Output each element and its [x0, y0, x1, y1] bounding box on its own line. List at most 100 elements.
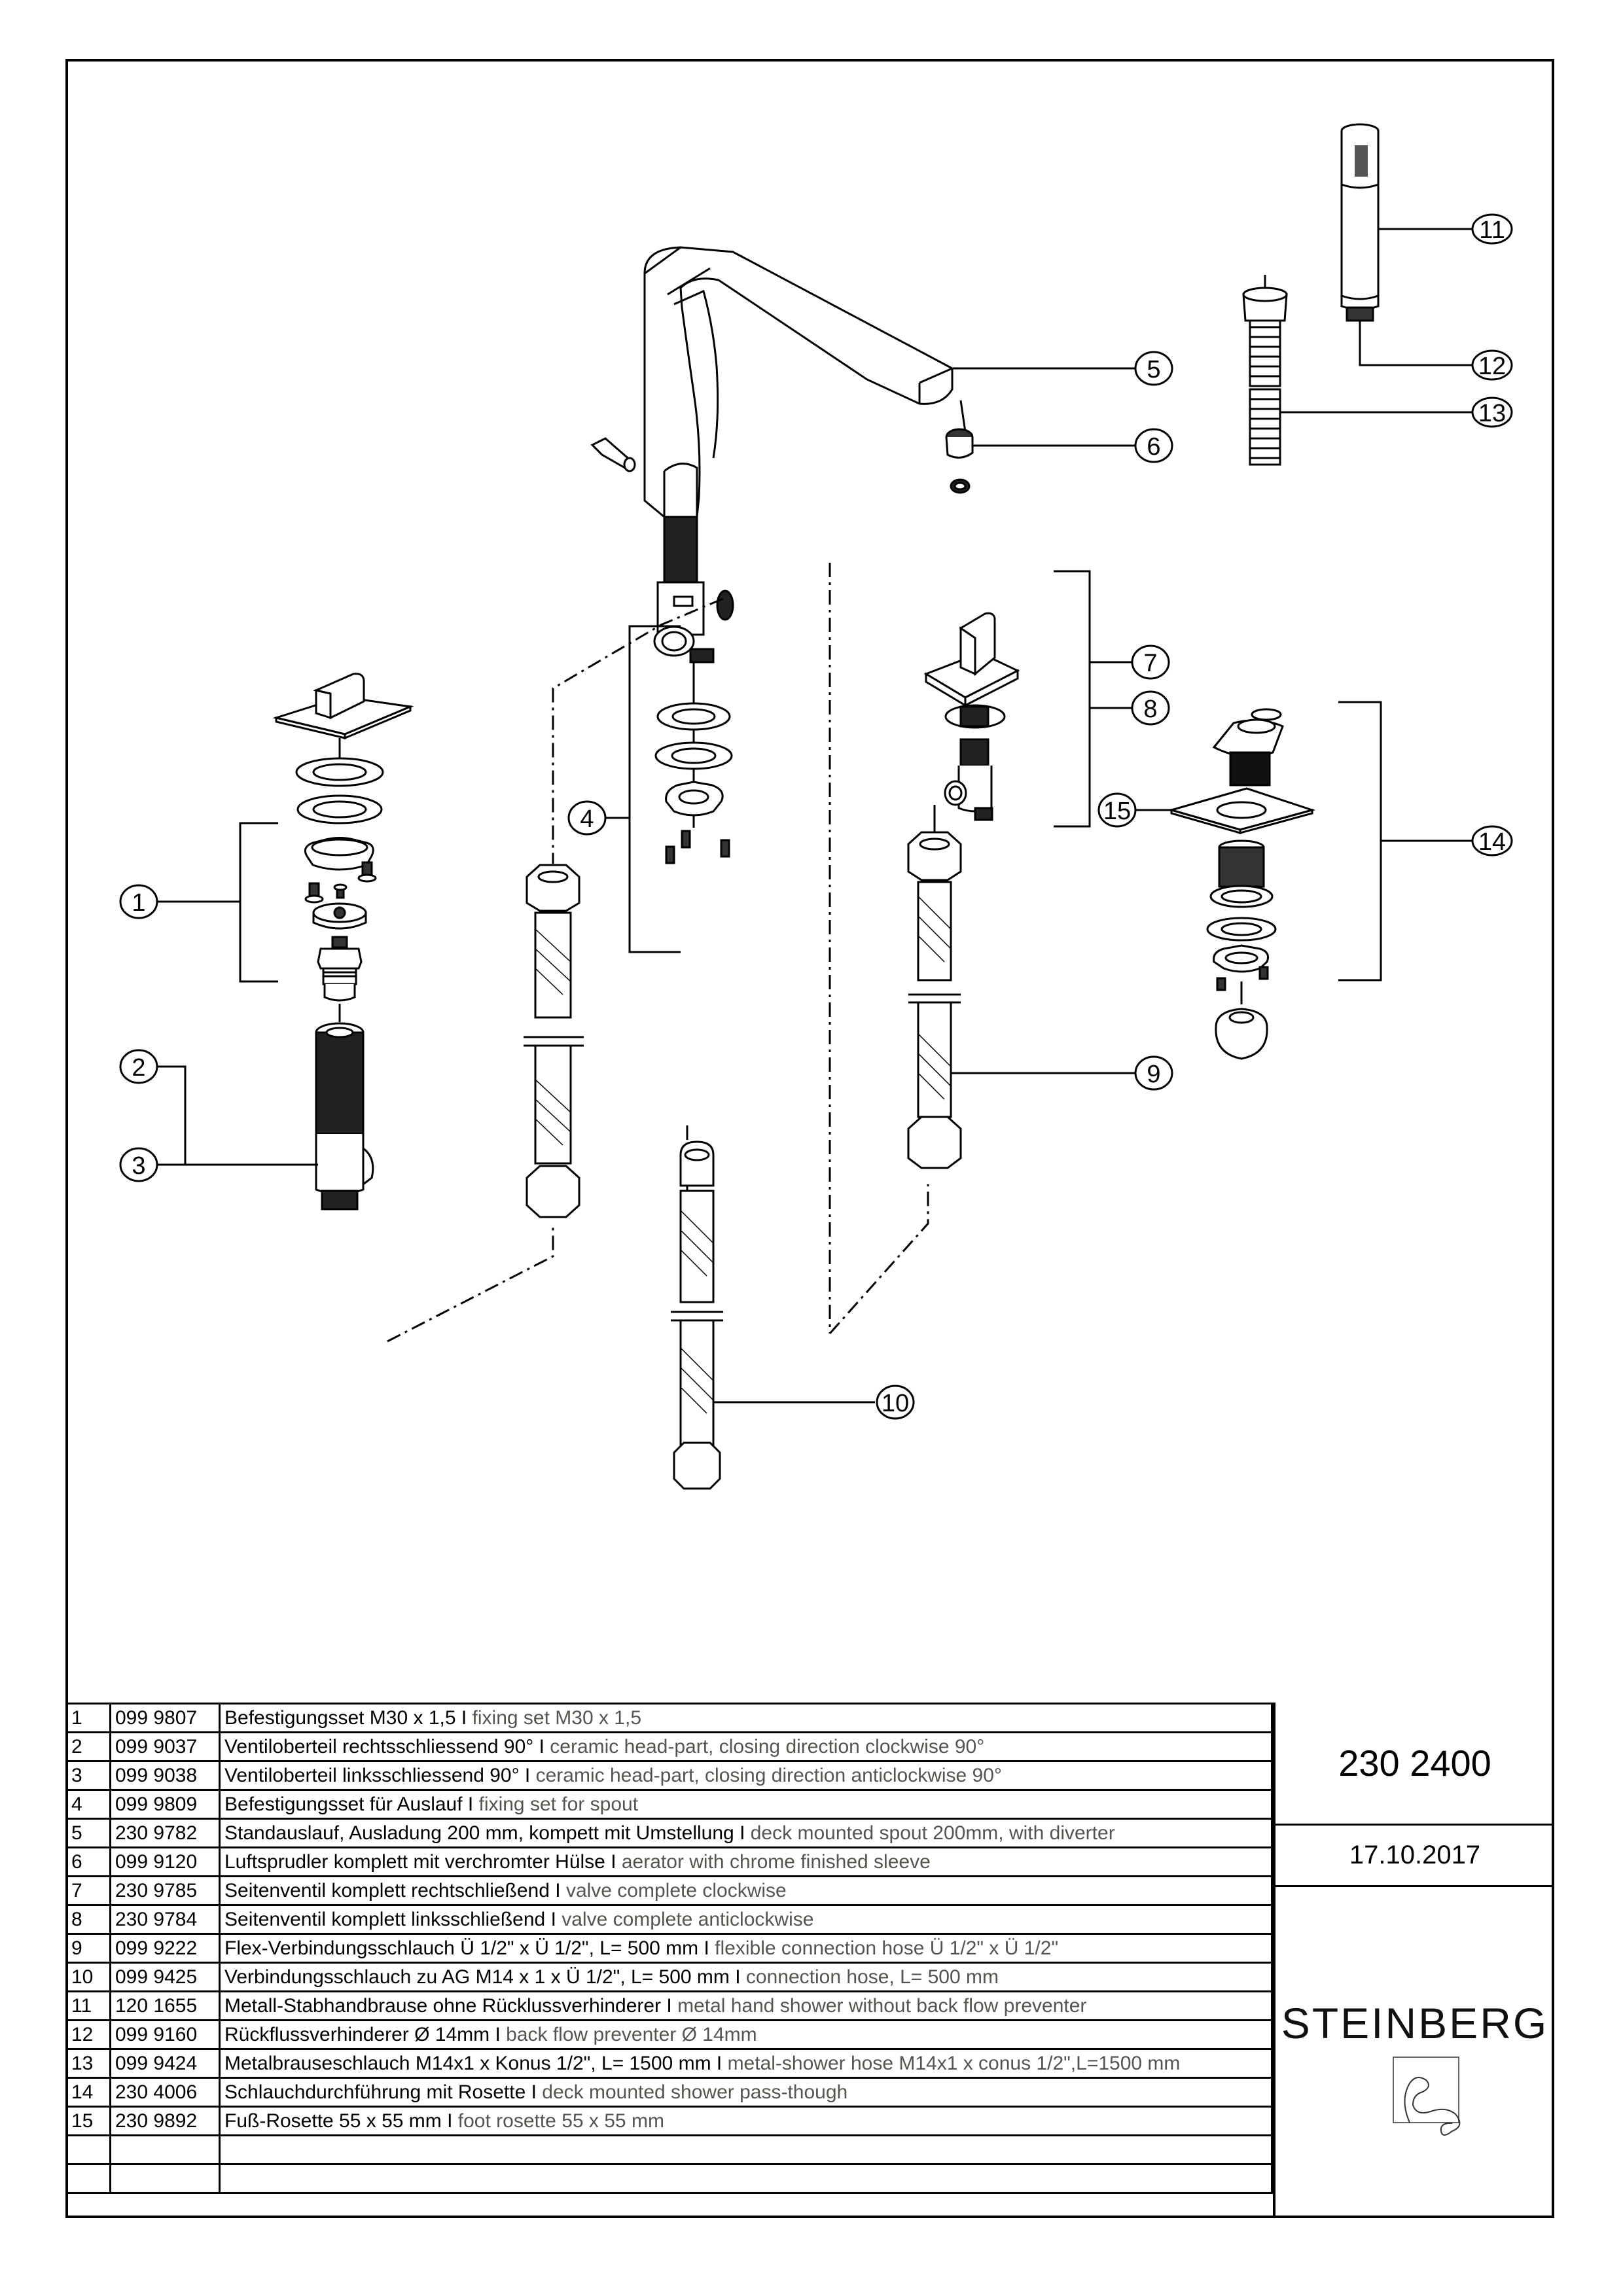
callout-label: 3: [132, 1152, 145, 1180]
exploded-view-drawing: 1 2 3 4 5 6 7 8 9 10 11 12 13 14 15: [68, 62, 1552, 1703]
callout-label: 5: [1147, 356, 1160, 383]
drawing-date: 17.10.2017: [1275, 1826, 1554, 1887]
description-english: connection hose, L= 500 mm: [745, 1966, 999, 1988]
left-flex-hose: [524, 864, 584, 1218]
table-row: [65, 2134, 1273, 2165]
description-german: Verbindungsschlauch zu AG M14 x 1 x Ü 1/…: [224, 1966, 746, 1988]
description-english: fixing set for spout: [478, 1793, 639, 1815]
callout-1: 1: [119, 884, 158, 919]
position-number: 7: [65, 1875, 111, 1906]
article-number-cell: 230 4006: [109, 2077, 221, 2108]
description-cell: Seitenventil komplett linksschließend I …: [219, 1904, 1273, 1935]
description-english: deck mounted spout 200mm, with diverter: [750, 1822, 1115, 1844]
description-english: metal-shower hose M14x1 x conus 1/2",L=1…: [727, 2053, 1181, 2074]
connection-paths: [387, 563, 929, 1343]
description-english: deck mounted shower pass-though: [542, 2081, 848, 2103]
description-german: Metalbrauseschlauch M14x1 x Konus 1/2", …: [224, 2053, 728, 2074]
description-english: valve complete anticlockwise: [562, 1909, 814, 1930]
callout-label: 4: [580, 805, 594, 833]
title-block: 230 2400 17.10.2017 STEINBERG: [1273, 1703, 1554, 2218]
article-number-cell: 099 9120: [109, 1846, 221, 1877]
description-german: Ventiloberteil rechtsschliessend 90° I: [224, 1736, 550, 1757]
callout-label: 10: [882, 1390, 909, 1417]
center-connection-hose: [671, 1140, 875, 1490]
position-number: 11: [65, 1990, 111, 2021]
position-number: 13: [65, 2048, 111, 2079]
callout-label: 14: [1478, 828, 1506, 856]
description-cell: Verbindungsschlauch zu AG M14 x 1 x Ü 1/…: [219, 1962, 1273, 1992]
callout-label: 11: [1479, 217, 1505, 244]
position-number: 8: [65, 1904, 111, 1935]
description-cell: Standauslauf, Ausladung 200 mm, kompett …: [219, 1818, 1273, 1848]
callout-4: 4: [567, 800, 607, 836]
article-number-cell: 099 9424: [109, 2048, 221, 2079]
steinberg-swirl-logo-icon: [1393, 2057, 1461, 2136]
spout-assembly: [590, 246, 1135, 663]
callout-9: 9: [1134, 1055, 1173, 1091]
callout-10: 10: [876, 1385, 915, 1420]
description-german: Metall-Stabhandbrause ohne Rücklussverhi…: [224, 1995, 678, 2017]
position-number: [65, 2163, 111, 2194]
callout-label: 6: [1147, 433, 1160, 461]
article-number-cell: 099 9038: [109, 1760, 221, 1791]
description-cell: Schlauchdurchführung mit Rosette I deck …: [219, 2077, 1273, 2108]
left-valve-assembly: [157, 673, 414, 1210]
position-number: [65, 2134, 111, 2165]
callout-label: 13: [1478, 400, 1506, 427]
description-german: Seitenventil komplett rechtschließend I: [224, 1880, 566, 1901]
callout-2: 2: [119, 1049, 158, 1084]
position-number: 10: [65, 1962, 111, 1992]
position-number: 3: [65, 1760, 111, 1791]
position-number: 2: [65, 1731, 111, 1762]
callout-14: 14: [1471, 825, 1513, 857]
callout-label: 15: [1103, 798, 1131, 825]
callout-label: 9: [1147, 1061, 1160, 1088]
position-number: 1: [65, 1703, 111, 1733]
description-german: Schlauchdurchführung mit Rosette I: [224, 2081, 543, 2103]
description-cell: Ventiloberteil rechtsschliessend 90° I c…: [219, 1731, 1273, 1762]
description-cell: Seitenventil komplett rechtschließend I …: [219, 1875, 1273, 1906]
description-english: ceramic head-part, closing direction clo…: [550, 1736, 985, 1757]
description-english: valve complete clockwise: [565, 1880, 787, 1901]
description-english: ceramic head-part, closing direction ant…: [535, 1765, 1002, 1786]
description-english: foot rosette 55 x 55 mm: [457, 2110, 664, 2132]
position-number: 12: [65, 2019, 111, 2050]
description-english: flexible connection hose Ü 1/2" x Ü 1/2": [715, 1937, 1059, 1959]
description-german: Fuß-Rosette 55 x 55 mm I: [224, 2110, 458, 2132]
callout-15: 15: [1097, 792, 1137, 828]
callout-label: 12: [1478, 353, 1506, 380]
article-number-cell: 099 9037: [109, 1731, 221, 1762]
position-number: 5: [65, 1818, 111, 1848]
description-cell: Befestigungsset M30 x 1,5 I fixing set M…: [219, 1703, 1273, 1733]
description-cell: [219, 2134, 1273, 2165]
page-frame: [65, 59, 1554, 2218]
description-german: Ventiloberteil linksschliessend 90° I: [224, 1765, 536, 1786]
callout-label: 1: [132, 889, 145, 917]
callout-label: 2: [132, 1054, 145, 1082]
article-number-cell: 099 9807: [109, 1703, 221, 1733]
callout-12: 12: [1471, 349, 1513, 381]
description-cell: [219, 2163, 1273, 2194]
description-cell: Befestigungsset für Auslauf I fixing set…: [219, 1789, 1273, 1820]
article-number-cell: [109, 2134, 221, 2165]
table-row: [65, 2163, 1273, 2194]
description-german: Standauslauf, Ausladung 200 mm, kompett …: [224, 1822, 751, 1844]
position-number: 15: [65, 2106, 111, 2136]
description-german: Befestigungsset M30 x 1,5 I: [224, 1707, 473, 1729]
description-german: Rückflussverhinderer Ø 14mm I: [224, 2024, 507, 2045]
description-cell: Rückflussverhinderer Ø 14mm I back flow …: [219, 2019, 1273, 2050]
description-german: Flex-Verbindungsschlauch Ü 1/2" x Ü 1/2"…: [224, 1937, 715, 1959]
description-german: Befestigungsset für Auslauf I: [224, 1793, 479, 1815]
brand-name: STEINBERG: [1281, 1999, 1549, 2047]
description-cell: Ventiloberteil linksschliessend 90° I ce…: [219, 1760, 1273, 1791]
